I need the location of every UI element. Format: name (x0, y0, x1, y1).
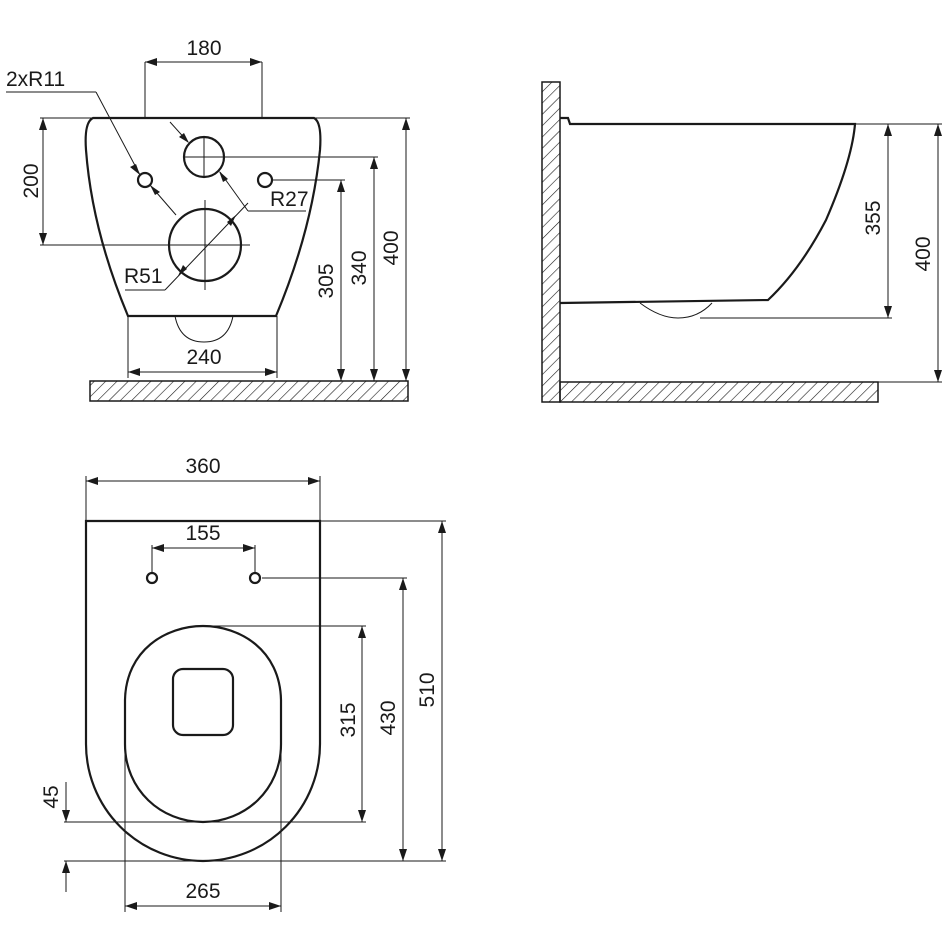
mount-hole-left (145, 571, 159, 585)
dim-45-label: 45 (40, 785, 63, 808)
dim-155 (151, 544, 256, 572)
drain-circle (160, 200, 250, 290)
dim-265 (124, 744, 282, 912)
dim-315 (64, 625, 366, 823)
dim-180-label: 180 (186, 37, 221, 60)
dim-340-label: 340 (348, 250, 371, 285)
mount-hole-right (248, 571, 262, 585)
front-view: 180 2xR11 200 R27 (6, 37, 410, 402)
label-r51: R51 (124, 265, 163, 288)
front-bowl-outline (84, 116, 322, 318)
dim-305 (272, 179, 345, 381)
leader-2xr11 (6, 91, 177, 216)
wall-hatch (541, 81, 561, 403)
dim-180 (144, 58, 263, 118)
dim-400-front-label: 400 (380, 230, 403, 265)
dim-315-label: 315 (337, 702, 360, 737)
dim-305-label: 305 (315, 263, 338, 298)
side-bottom-lobe (639, 302, 713, 319)
dim-240-label: 240 (186, 346, 221, 369)
dim-510-label: 510 (416, 672, 439, 707)
label-2xr11: 2xR11 (6, 68, 65, 91)
floor-hatch (89, 380, 409, 402)
leader-r27 (169, 121, 306, 212)
side-floor-hatch (559, 381, 879, 403)
dim-400-front (314, 117, 410, 381)
dim-360 (85, 476, 321, 521)
top-seat-outline (123, 624, 283, 824)
top-bowl-outline (84, 519, 322, 863)
label-r27: R27 (270, 188, 309, 211)
dim-360-label: 360 (185, 455, 220, 478)
inlet-hole-right (256, 171, 274, 189)
side-view: 355 400 (541, 81, 942, 403)
bowl-opening (171, 667, 235, 737)
dim-200-label: 200 (20, 163, 43, 198)
dim-200 (39, 117, 168, 246)
dim-240 (127, 316, 278, 378)
dim-340 (224, 156, 378, 381)
dim-510 (203, 520, 446, 862)
outlet-circle (182, 135, 226, 179)
dim-265-label: 265 (185, 880, 220, 903)
inlet-hole-left (136, 171, 154, 189)
dim-400-side (878, 123, 942, 383)
dim-355 (700, 123, 892, 319)
top-view: 360 155 315 430 (40, 455, 446, 912)
dim-355-label: 355 (862, 200, 885, 235)
side-bowl-outline (559, 116, 857, 305)
front-bottom-lobe (174, 315, 234, 343)
dim-400-side-label: 400 (912, 236, 935, 271)
dim-430-label: 430 (377, 700, 400, 735)
dim-155-label: 155 (185, 522, 220, 545)
leader-r51 (125, 202, 249, 291)
dim-45 (62, 782, 70, 892)
